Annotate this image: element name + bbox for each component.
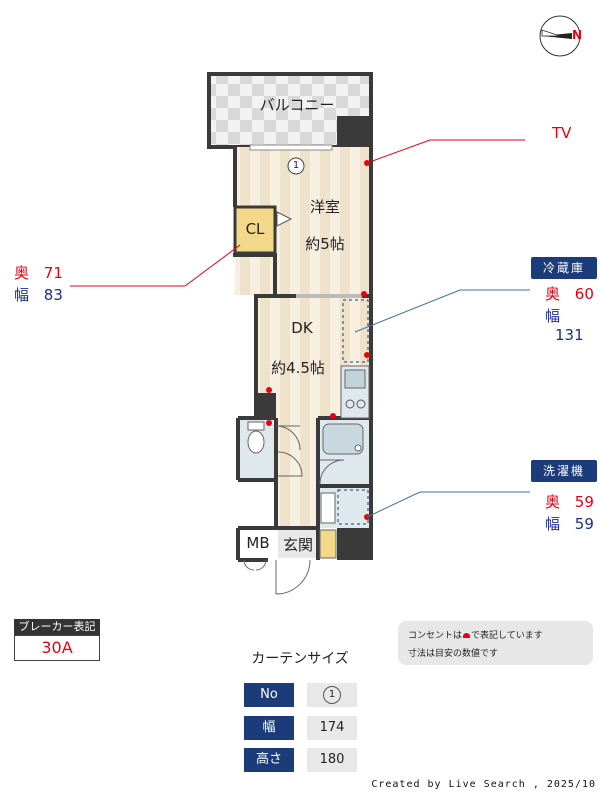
washer-size-callout: 奥 59 幅 59 [545, 491, 600, 535]
washer-width-label: 幅 [545, 515, 561, 533]
curtain-no-label: No [244, 683, 294, 707]
closet-callout-line [184, 244, 241, 287]
washer-tag: 洗濯機 [531, 460, 597, 482]
breaker-title: ブレーカー表記 [14, 619, 100, 635]
outlet-marker [330, 413, 336, 419]
compass-needle-tail [541, 29, 561, 37]
corridor-door-swing [277, 451, 303, 477]
fridge-size-callout: 奥 60 幅 131 [545, 283, 600, 344]
toilet-tank [247, 421, 265, 431]
fridge-callout-line [354, 289, 461, 333]
curtain-no-value-cell: 1 [307, 683, 357, 707]
notes-line1-post: で表記しています [471, 631, 543, 641]
meter-box-label: MB [246, 534, 270, 552]
entrance-door-swing [275, 559, 311, 595]
closet-width-label: 幅 [14, 286, 30, 304]
outlet-marker [364, 352, 370, 358]
curtain-marker-circle [287, 157, 305, 175]
meter-box-door-swing [243, 559, 267, 571]
washer-callout-line [366, 491, 421, 518]
closet-width-value: 83 [43, 286, 63, 304]
fridge-tag: 冷蔵庫 [531, 257, 597, 279]
notes-box: コンセントはで表記しています 寸法は目安の数値です [398, 621, 593, 665]
stove-burner [345, 399, 355, 409]
stove-burner [356, 399, 366, 409]
bathtub [322, 423, 364, 455]
washer-width-value: 59 [574, 515, 594, 533]
outlet-marker [361, 291, 367, 297]
bath-drain [354, 444, 362, 452]
closet-door-mark [276, 211, 293, 227]
toilet-door-swing [275, 425, 301, 451]
closet-depth-label: 奥 [14, 264, 30, 282]
notes-line2: 寸法は目安の数値です [408, 649, 499, 659]
kitchen-sink [344, 369, 366, 389]
dk-name: DK [291, 319, 313, 337]
pillar-dk [256, 393, 276, 418]
entrance-label: 玄関 [282, 536, 313, 554]
credit-text: Created by Live Search , 2025/10 [371, 779, 596, 790]
corridor-floor [276, 418, 318, 528]
notes-line1-pre: コンセントは [408, 631, 463, 641]
balcony-window [249, 144, 333, 151]
closet-size-callout: 奥 71 幅 83 [14, 262, 84, 306]
outlet-legend-icon [463, 633, 471, 638]
fridge-depth-value: 60 [574, 285, 594, 303]
curtain-no-value: 1 [323, 685, 341, 704]
curtain-height-label: 高さ [244, 748, 294, 772]
outlet-markers [266, 160, 370, 520]
closet-area [233, 205, 277, 255]
shoe-box [319, 529, 337, 559]
fridge-width-value: 131 [555, 326, 584, 344]
toilet-bowl [247, 430, 265, 454]
balcony-corner-block [337, 116, 371, 147]
outlet-marker [266, 387, 272, 393]
curtain-height-value: 180 [307, 748, 357, 772]
western-room-name: 洋室 [309, 198, 340, 216]
closet-label: CL [245, 220, 265, 238]
fridge-depth-label: 奥 [545, 285, 561, 303]
fridge-width-label: 幅 [545, 307, 561, 325]
fridge-space [342, 299, 369, 363]
compass-north-label: N [572, 28, 583, 42]
closet-depth-value: 71 [43, 264, 63, 282]
washer-space [337, 489, 369, 525]
washer-depth-value: 59 [574, 493, 594, 511]
curtain-size-title: カーテンサイズ [251, 651, 349, 667]
western-room-size: 約5帖 [305, 235, 345, 253]
entrance-floor [278, 530, 316, 558]
breaker-value: 30A [14, 635, 100, 661]
washbasin [320, 492, 336, 524]
pillar-entrance [337, 528, 371, 560]
curtain-width-value: 174 [307, 716, 357, 740]
curtain-width-label: 幅 [244, 716, 294, 740]
bath-door-swing [319, 459, 345, 485]
meter-box [240, 530, 276, 558]
dk-size: 約4.5帖 [271, 359, 325, 377]
notes-line-outlet: コンセントはで表記しています [408, 627, 583, 645]
tv-label: TV [552, 124, 572, 142]
outlet-marker [266, 420, 272, 426]
curtain-marker-label: 1 [292, 160, 300, 171]
tv-callout-line [366, 139, 431, 164]
washer-depth-label: 奥 [545, 493, 561, 511]
balcony-label: バルコニー [259, 96, 335, 114]
